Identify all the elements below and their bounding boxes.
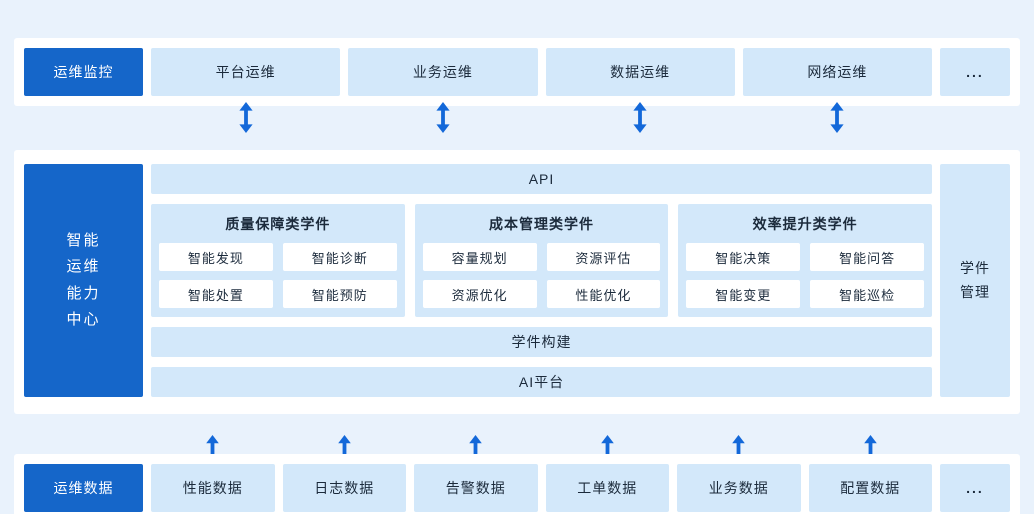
capability-center-label: 智能 运维 能力 中心 xyxy=(24,164,143,397)
monitor-item-network-ops: 网络运维 xyxy=(742,48,932,96)
data-item-ticket: 工单数据 xyxy=(545,464,669,512)
learnware-capacity-planning: 容量规划 xyxy=(422,243,537,271)
learnware-build-bar: 学件构建 xyxy=(151,327,932,357)
learnware-groups: 质量保障类学件 智能发现 智能诊断 智能处置 智能预防 成本管理类学件 容量规划… xyxy=(151,204,933,317)
learnware-resource-evaluation: 资源评估 xyxy=(546,243,661,271)
monitor-item-business-ops: 业务运维 xyxy=(348,48,538,96)
monitor-item-data-ops: 数据运维 xyxy=(545,48,735,96)
ai-platform-bar: AI平台 xyxy=(151,367,932,397)
capability-center-band: 智能 运维 能力 中心 API 质量保障类学件 智能发现 智能诊断 智能处置 智… xyxy=(14,150,1020,414)
learnware-smart-change: 智能变更 xyxy=(686,280,801,308)
double-arrow-icon xyxy=(830,101,844,133)
up-arrow-icon xyxy=(600,435,614,454)
data-item-alert: 告警数据 xyxy=(414,464,538,512)
group-quality-assurance: 质量保障类学件 智能发现 智能诊断 智能处置 智能预防 xyxy=(151,204,405,317)
double-arrow-icon xyxy=(239,101,253,133)
group-cost-management: 成本管理类学件 容量规划 资源评估 资源优化 性能优化 xyxy=(414,204,669,317)
double-arrow-icon xyxy=(633,101,647,133)
data-item-more: ... xyxy=(940,464,1010,512)
learnware-smart-handling: 智能处置 xyxy=(159,280,273,308)
group-title: 质量保障类学件 xyxy=(225,215,331,232)
data-band-label: 运维数据 xyxy=(24,464,143,512)
learnware-smart-discovery: 智能发现 xyxy=(159,243,273,271)
data-band: 运维数据 性能数据 日志数据 告警数据 工单数据 业务数据 配置数据 ... xyxy=(14,454,1020,514)
monitor-item-platform-ops: 平台运维 xyxy=(151,48,341,96)
monitor-band: 运维监控 平台运维 业务运维 数据运维 网络运维 ... xyxy=(14,38,1020,106)
learnware-smart-qa: 智能问答 xyxy=(810,243,925,271)
up-arrow-icon xyxy=(732,435,746,454)
arrow-row-spacer xyxy=(24,434,143,454)
up-arrow-icon xyxy=(469,435,483,454)
learnware-smart-decision: 智能决策 xyxy=(686,243,801,271)
group-efficiency-improvement: 效率提升类学件 智能决策 智能问答 智能变更 智能巡检 xyxy=(678,204,933,317)
data-item-config: 配置数据 xyxy=(808,464,932,512)
capability-center-main: API 质量保障类学件 智能发现 智能诊断 智能处置 智能预防 成本管理类学件 … xyxy=(151,164,933,397)
learnware-smart-prevention: 智能预防 xyxy=(282,280,397,308)
up-arrow-icon xyxy=(337,435,351,454)
learnware-smart-diagnosis: 智能诊断 xyxy=(282,243,397,271)
group-title: 成本管理类学件 xyxy=(489,215,594,232)
data-item-business: 业务数据 xyxy=(677,464,801,512)
up-arrow-icon xyxy=(863,435,877,454)
monitor-band-label: 运维监控 xyxy=(24,48,143,96)
learnware-resource-optimization: 资源优化 xyxy=(422,280,537,308)
learnware-management-column: 学件 管理 xyxy=(940,164,1010,397)
learnware-smart-inspection: 智能巡检 xyxy=(810,280,925,308)
monitor-center-arrow-row xyxy=(14,101,1020,133)
data-center-arrow-row xyxy=(14,434,1020,454)
data-item-performance: 性能数据 xyxy=(151,464,275,512)
data-item-log: 日志数据 xyxy=(282,464,406,512)
arrow-row-spacer xyxy=(940,106,1010,128)
double-arrow-icon xyxy=(436,101,450,133)
group-title: 效率提升类学件 xyxy=(752,215,858,232)
up-arrow-icon xyxy=(206,435,220,454)
arrow-row-spacer xyxy=(940,434,1010,454)
monitor-item-more: ... xyxy=(940,48,1010,96)
arrow-row-spacer xyxy=(24,106,143,128)
api-bar: API xyxy=(151,164,932,194)
learnware-performance-optimization: 性能优化 xyxy=(546,280,661,308)
